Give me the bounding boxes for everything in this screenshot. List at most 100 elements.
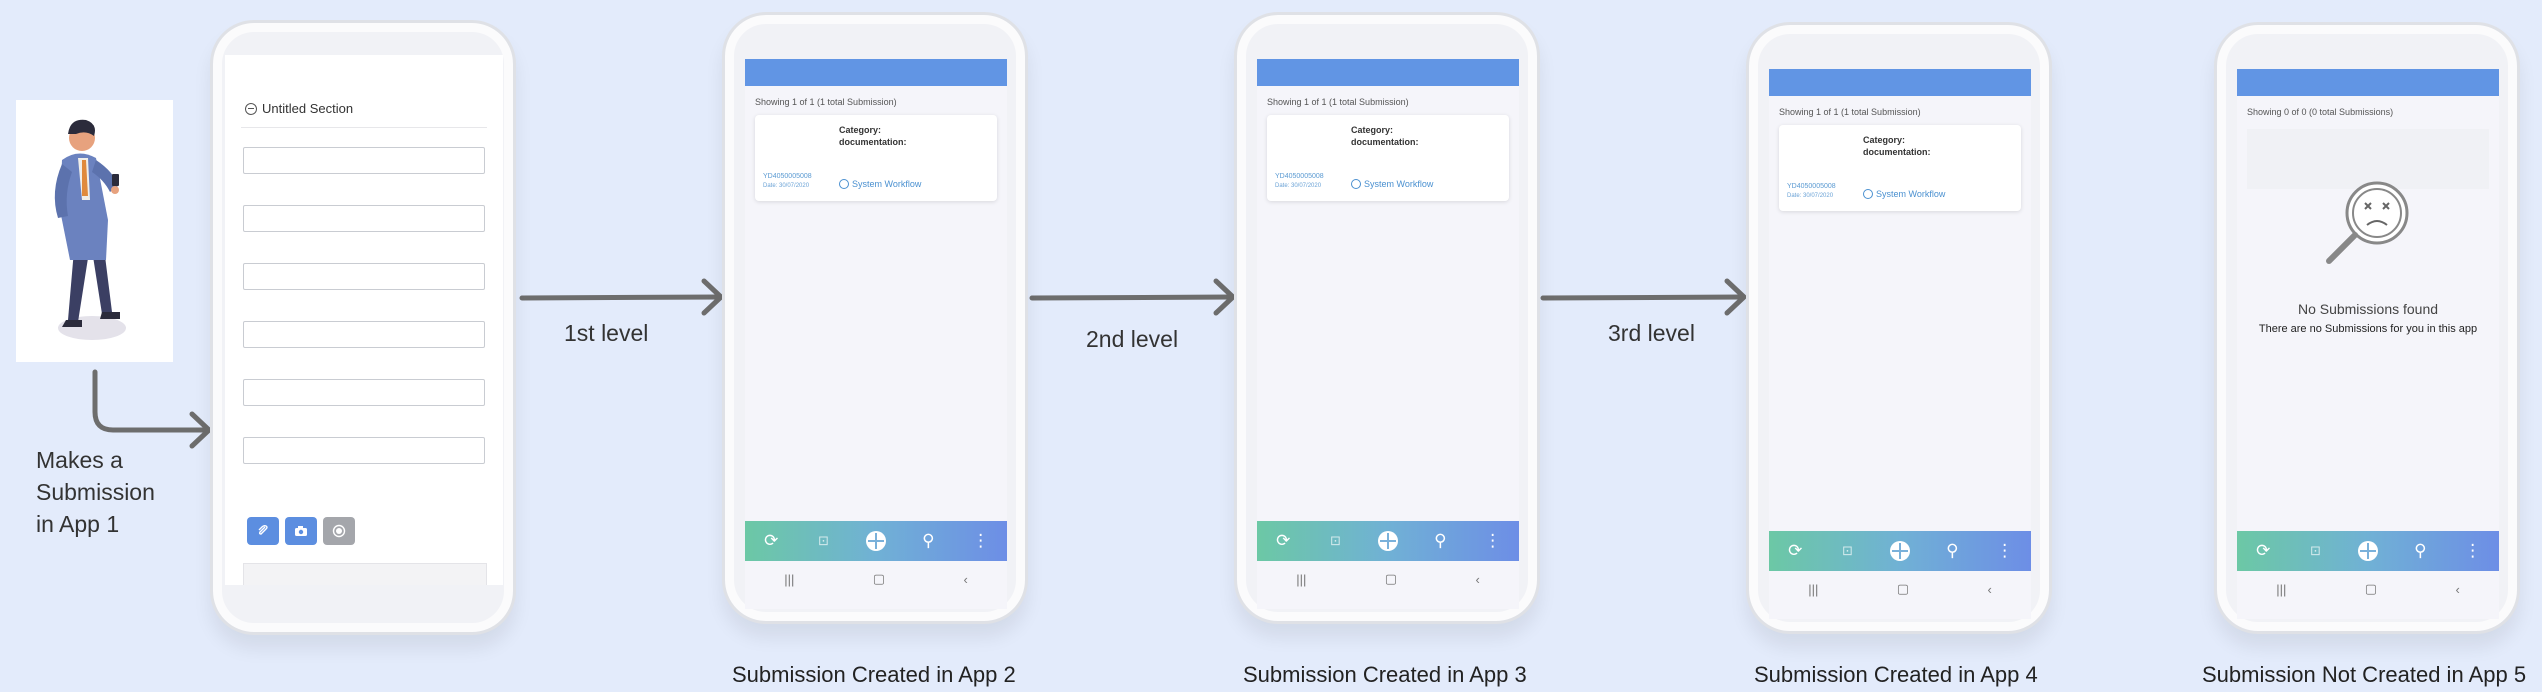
empty-title: No Submissions found — [2297, 301, 2439, 317]
recents-icon[interactable]: ||| — [2276, 581, 2287, 597]
submission-card[interactable]: Category: documentation: YD4050005008 Da… — [1267, 115, 1509, 201]
home-icon[interactable]: ▢ — [872, 571, 886, 586]
collapse-icon[interactable] — [245, 102, 257, 115]
person-illustration-card — [16, 100, 173, 362]
phone-app-3: Showing 1 of 1 (1 total Submission) Cate… — [1234, 12, 1540, 624]
inbox-icon[interactable]: ⊡ — [1330, 533, 1342, 548]
phone-app-2: Showing 1 of 1 (1 total Submission) Cate… — [722, 12, 1028, 624]
globe-icon[interactable] — [1376, 529, 1400, 553]
recents-icon[interactable]: ||| — [784, 571, 795, 587]
record-button[interactable] — [323, 517, 355, 545]
app-header — [745, 59, 1007, 86]
system-nav: ||| ▢ ‹ — [2237, 576, 2499, 602]
level-3-arrow-head — [1724, 278, 1747, 316]
form-field[interactable] — [243, 147, 485, 174]
recents-icon[interactable]: ||| — [1808, 581, 1819, 597]
form-field[interactable] — [243, 205, 485, 232]
form-field[interactable] — [243, 379, 485, 406]
intro-line: in App 1 — [36, 511, 120, 537]
paperclip-icon — [258, 524, 268, 535]
system-nav: ||| ▢ ‹ — [745, 566, 1007, 592]
camera-button[interactable] — [285, 517, 317, 545]
back-icon[interactable]: ‹ — [1987, 581, 1992, 597]
refresh-icon[interactable]: ⟳ — [764, 531, 779, 550]
search-icon[interactable]: ⚲ — [1434, 531, 1447, 550]
caption-app-2: Submission Created in App 2 — [732, 662, 1016, 687]
inbox-icon[interactable]: ⊡ — [818, 533, 830, 548]
caption-app-3: Submission Created in App 3 — [1243, 662, 1527, 687]
section-divider — [241, 127, 487, 128]
phone-app-1: Untitled Section — [210, 20, 516, 635]
magnifier-sad-icon — [2326, 181, 2409, 264]
back-icon[interactable]: ‹ — [1475, 571, 1480, 587]
workflow-icon — [1863, 189, 1873, 199]
level-1-label: 1st level — [564, 320, 649, 346]
submission-date: Date: 30/07/2020 — [1275, 183, 1322, 189]
level-1-arrow-head — [701, 278, 724, 316]
more-icon[interactable]: ⋮ — [972, 531, 990, 550]
level-3-label: 3rd level — [1608, 320, 1695, 346]
workflow-label: System Workflow — [1876, 189, 1946, 199]
home-icon[interactable]: ▢ — [1384, 571, 1398, 586]
intro-label: Makes a Submission in App 1 — [36, 444, 155, 540]
globe-icon[interactable] — [1888, 539, 1912, 563]
submission-list-screen: Showing 1 of 1 (1 total Submission) Cate… — [1769, 69, 2031, 619]
refresh-icon[interactable]: ⟳ — [2256, 541, 2271, 560]
search-icon[interactable]: ⚲ — [2414, 541, 2427, 560]
refresh-icon[interactable]: ⟳ — [1276, 531, 1291, 550]
bottom-nav: ⟳ ⊡ ⚲ ⋮ — [2237, 531, 2499, 571]
form-field[interactable] — [243, 263, 485, 290]
inbox-icon[interactable]: ⊡ — [1842, 543, 1854, 558]
results-count: Showing 1 of 1 (1 total Submission) — [1779, 107, 1921, 117]
section-header[interactable]: Untitled Section — [245, 101, 353, 116]
home-icon[interactable]: ▢ — [1896, 581, 1910, 596]
form-field[interactable] — [243, 321, 485, 348]
more-icon[interactable]: ⋮ — [1484, 531, 1502, 550]
documentation-label: documentation: — [839, 137, 907, 147]
globe-icon[interactable] — [2356, 539, 2380, 563]
back-icon[interactable]: ‹ — [963, 571, 968, 587]
form-next-block — [243, 563, 487, 585]
submission-arrow — [92, 369, 211, 433]
results-count: Showing 1 of 1 (1 total Submission) — [1267, 97, 1409, 107]
workflow-label: System Workflow — [1364, 179, 1434, 189]
system-nav: ||| ▢ ‹ — [1769, 576, 2031, 602]
search-icon[interactable]: ⚲ — [1946, 541, 1959, 560]
more-icon[interactable]: ⋮ — [2464, 541, 2482, 560]
submission-id: YD4050005008 — [1275, 173, 1324, 180]
documentation-label: documentation: — [1863, 147, 1931, 157]
results-count: Showing 0 of 0 (0 total Submissions) — [2247, 107, 2394, 117]
level-2-arrow-head — [1213, 278, 1236, 316]
inbox-icon[interactable]: ⊡ — [2310, 543, 2322, 558]
more-icon[interactable]: ⋮ — [1996, 541, 2014, 560]
back-icon[interactable]: ‹ — [2455, 581, 2460, 597]
refresh-icon[interactable]: ⟳ — [1788, 541, 1803, 560]
app-header — [1257, 59, 1519, 86]
level-2-label: 2nd level — [1086, 326, 1179, 352]
submission-form-screen: Untitled Section — [225, 55, 503, 585]
attach-button[interactable] — [247, 517, 279, 545]
globe-icon[interactable] — [864, 529, 888, 553]
form-field[interactable] — [243, 437, 485, 464]
workflow-icon — [1351, 179, 1361, 189]
camera-icon — [295, 526, 307, 536]
phone-app-4: Showing 1 of 1 (1 total Submission) Cate… — [1746, 22, 2052, 634]
workflow-tag: System Workflow — [1863, 189, 1945, 199]
search-icon[interactable]: ⚲ — [922, 531, 935, 550]
workflow-icon — [839, 179, 849, 189]
level-1-arrow — [519, 294, 723, 301]
submission-card[interactable]: Category: documentation: YD4050005008 Da… — [755, 115, 997, 201]
submission-id: YD4050005008 — [763, 173, 812, 180]
workflow-tag: System Workflow — [839, 179, 921, 189]
bottom-nav: ⟳ ⊡ ⚲ ⋮ — [745, 521, 1007, 561]
caption-app-5: Submission Not Created in App 5 — [2202, 662, 2527, 687]
empty-placeholder — [2247, 129, 2489, 189]
intro-line: Submission — [36, 479, 155, 505]
caption-app-4: Submission Created in App 4 — [1754, 662, 2038, 687]
phone-app-5: Showing 0 of 0 (0 total Submissions) No … — [2214, 22, 2520, 634]
recents-icon[interactable]: ||| — [1296, 571, 1307, 587]
category-label: Category: — [1863, 135, 1906, 145]
submission-card[interactable]: Category: documentation: YD4050005008 Da… — [1779, 125, 2021, 211]
home-icon[interactable]: ▢ — [2364, 581, 2378, 596]
